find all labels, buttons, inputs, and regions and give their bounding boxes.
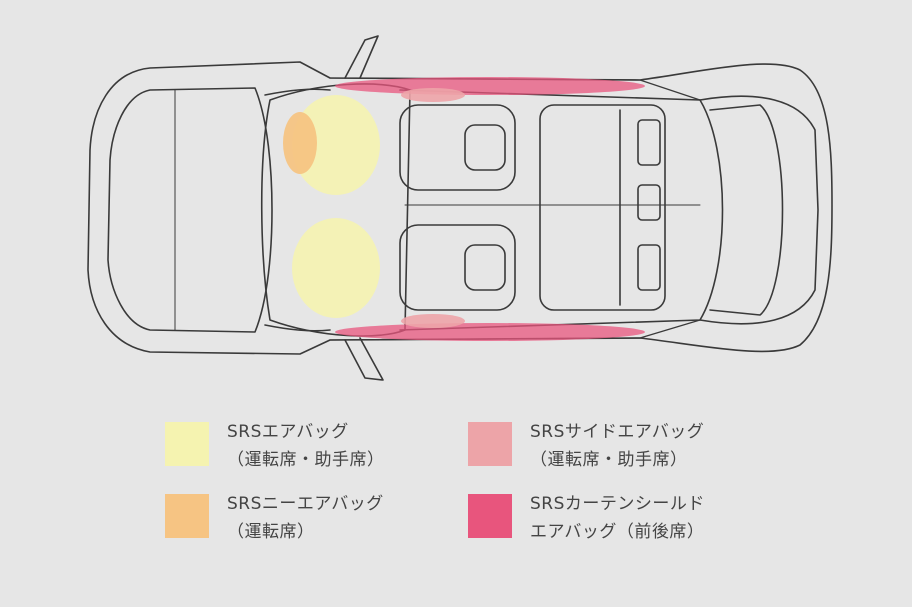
- legend-item-srs-side-airbag: SRSサイドエアバッグ （運転席・助手席）: [468, 422, 704, 474]
- curtain-airbag-left: [335, 77, 645, 95]
- legend-sublabel: （運転席）: [227, 522, 315, 542]
- left-mirror: [344, 35, 379, 79]
- legend-label: SRSエアバッグ: [227, 422, 349, 442]
- legend-item-srs-knee-airbag: SRSニーエアバッグ （運転席）: [165, 494, 384, 546]
- side-airbag-driver: [401, 88, 465, 102]
- hood-outline: [107, 87, 273, 333]
- cabin-outline: [399, 89, 724, 331]
- swatch-srs-curtain-airbag: [468, 494, 512, 538]
- swatch-srs-airbag: [165, 422, 209, 466]
- driver-seat: [399, 104, 516, 191]
- legend-item-srs-curtain-airbag: SRSカーテンシールド エアバッグ（前後席）: [468, 494, 705, 546]
- swatch-srs-side-airbag: [468, 422, 512, 466]
- legend-item-srs-airbag: SRSエアバッグ （運転席・助手席）: [165, 422, 385, 474]
- legend-sublabel: エアバッグ（前後席）: [530, 522, 705, 542]
- legend-label: SRSニーエアバッグ: [227, 494, 384, 514]
- legend-label: SRSサイドエアバッグ: [530, 422, 705, 442]
- passenger-seat: [399, 224, 516, 311]
- passenger-airbag: [292, 218, 380, 318]
- car-body-outline: [87, 61, 833, 355]
- legend-sublabel: （運転席・助手席）: [227, 450, 385, 470]
- driver-knee-airbag: [283, 112, 317, 174]
- rear-outline: [699, 95, 819, 325]
- side-airbag-passenger: [401, 314, 465, 328]
- car-top-view-diagram: [87, 35, 833, 381]
- driver-airbag: [292, 95, 380, 195]
- rear-seat: [539, 104, 666, 311]
- legend-label: SRSカーテンシールド: [530, 494, 705, 514]
- curtain-airbag-right: [335, 323, 645, 341]
- right-mirror: [344, 337, 384, 381]
- swatch-srs-knee-airbag: [165, 494, 209, 538]
- legend-sublabel: （運転席・助手席）: [530, 450, 688, 470]
